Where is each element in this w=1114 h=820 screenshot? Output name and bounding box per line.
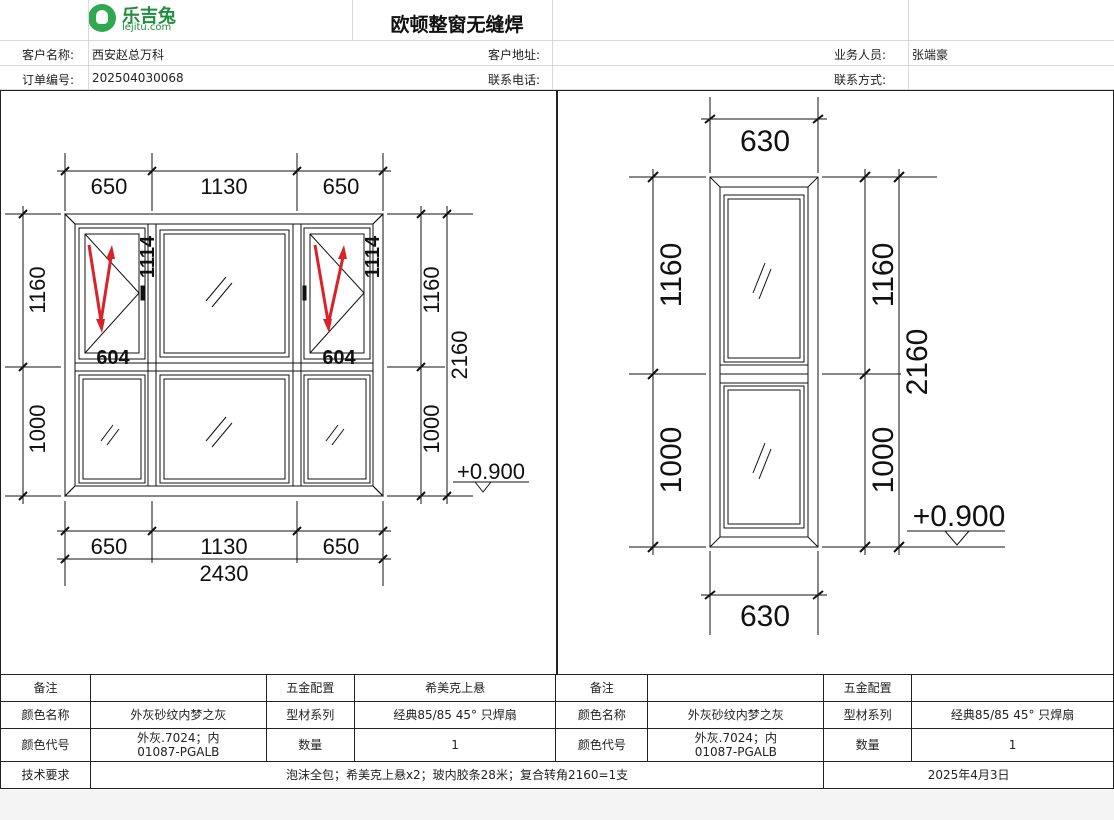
- order-sheet: { "logo": {"cn": "乐吉兔", "en": "lejitu.co…: [0, 0, 1114, 790]
- order-number-value: 202504030068: [92, 71, 184, 85]
- left-window-drawing-panel: 650 1130 650 650 1130 650 2430 1160 1000…: [0, 90, 557, 675]
- customer-address-label: 客户地址:: [488, 48, 541, 62]
- dim-bottom-right: 650: [323, 534, 360, 559]
- hardware-value: 希美克上悬: [353, 674, 557, 702]
- dim-bottom-middle: 1130: [200, 534, 247, 559]
- hardware-label: 五金配置: [265, 674, 355, 702]
- right-elevation-label: +0.900: [913, 500, 1006, 533]
- dim-left-upper: 1160: [25, 266, 50, 313]
- right-dim-total-height: 2160: [901, 329, 934, 396]
- color-code-label: 颜色代号: [0, 728, 91, 762]
- sash-width-right: 604: [322, 347, 356, 369]
- sash-height-right: 1114: [362, 235, 384, 278]
- profile-value: 经典85/85 45° 只焊扇: [353, 701, 557, 729]
- logo-url: lejitu.com: [122, 22, 172, 33]
- remark-label-right: 备注: [555, 674, 649, 702]
- right-dim-bottom: 630: [740, 600, 790, 633]
- right-window-drawing-panel: 630 630 1160 1000 1160 1000 2160 +0.900: [557, 90, 1114, 675]
- hardware-label-right: 五金配置: [823, 674, 913, 702]
- customer-name-value: 西安赵总万科: [92, 48, 165, 62]
- spec-table: 备注 五金配置 希美克上悬 备注 五金配置 颜色名称 外灰砂纹内梦之灰 型材系列…: [0, 674, 1114, 789]
- customer-name-label: 客户名称:: [22, 48, 75, 62]
- dim-left-lower: 1000: [25, 405, 50, 454]
- tech-requirement-text: 泡沫全包；希美克上悬x2；玻内胶条28米；复合转角2160=1支: [89, 761, 825, 789]
- dim-top-right: 650: [323, 174, 360, 199]
- color-code-value: 外灰.7024；内 01087-PGALB: [89, 728, 267, 762]
- profile-label-right: 型材系列: [823, 701, 913, 729]
- dim-total-height: 2160: [447, 331, 472, 380]
- qty-value-right: 1: [911, 728, 1114, 762]
- right-dim-left-upper: 1160: [655, 243, 688, 308]
- color-name-label-right: 颜色名称: [555, 701, 649, 729]
- right-dim-right-upper: 1160: [867, 243, 900, 308]
- remark-value-right: [647, 674, 825, 702]
- profile-label: 型材系列: [265, 701, 355, 729]
- order-date: 2025年4月3日: [823, 761, 1114, 789]
- dim-right-upper: 1160: [419, 266, 444, 313]
- qty-label-right: 数量: [823, 728, 913, 762]
- rabbit-logo-icon: [88, 4, 116, 32]
- left-window-drawing: 650 1130 650 650 1130 650 2430 1160 1000…: [5, 153, 529, 586]
- dim-total-width: 2430: [200, 561, 249, 586]
- color-name-value-right: 外灰砂纹内梦之灰: [647, 701, 825, 729]
- qty-label: 数量: [265, 728, 355, 762]
- color-code-line-1-right: 外灰.7024；内: [694, 731, 777, 745]
- remark-label: 备注: [0, 674, 91, 702]
- color-name-label: 颜色名称: [0, 701, 91, 729]
- tech-requirement-label: 技术要求: [0, 761, 91, 789]
- qty-value: 1: [353, 728, 557, 762]
- color-code-value-right: 外灰.7024；内 01087-PGALB: [647, 728, 825, 762]
- contact-label: 联系方式:: [834, 73, 887, 87]
- dim-top-left: 650: [91, 174, 128, 199]
- right-dim-right-lower: 1000: [867, 427, 900, 494]
- dim-top-middle: 1130: [200, 174, 247, 199]
- logo: 乐吉兔 lejitu.com: [88, 2, 188, 36]
- hardware-value-right: [911, 674, 1114, 702]
- right-dim-top: 630: [740, 125, 790, 158]
- logo-text: 乐吉兔: [122, 6, 176, 27]
- sales-label: 业务人员:: [834, 48, 887, 62]
- dim-right-lower: 1000: [419, 405, 444, 454]
- sash-height-left: 1114: [137, 235, 159, 278]
- page-title: 欧顿整窗无缝焊: [390, 14, 524, 36]
- right-dim-left-lower: 1000: [655, 427, 688, 494]
- color-code-line-2: 01087-PGALB: [137, 745, 220, 759]
- sash-width-left: 604: [96, 347, 130, 369]
- color-code-line-2-right: 01087-PGALB: [694, 745, 777, 759]
- profile-value-right: 经典85/85 45° 只焊扇: [911, 701, 1114, 729]
- remark-value: [89, 674, 267, 702]
- color-name-value: 外灰砂纹内梦之灰: [89, 701, 267, 729]
- order-number-label: 订单编号:: [22, 73, 75, 87]
- sales-value: 张端豪: [912, 48, 949, 62]
- phone-label: 联系电话:: [488, 73, 541, 87]
- dim-bottom-left: 650: [91, 534, 128, 559]
- color-code-label-right: 颜色代号: [555, 728, 649, 762]
- elevation-label: +0.900: [457, 459, 525, 484]
- right-window-drawing: 630 630 1160 1000 1160 1000 2160 +0.900: [629, 97, 1006, 635]
- color-code-line-1: 外灰.7024；内: [137, 731, 220, 745]
